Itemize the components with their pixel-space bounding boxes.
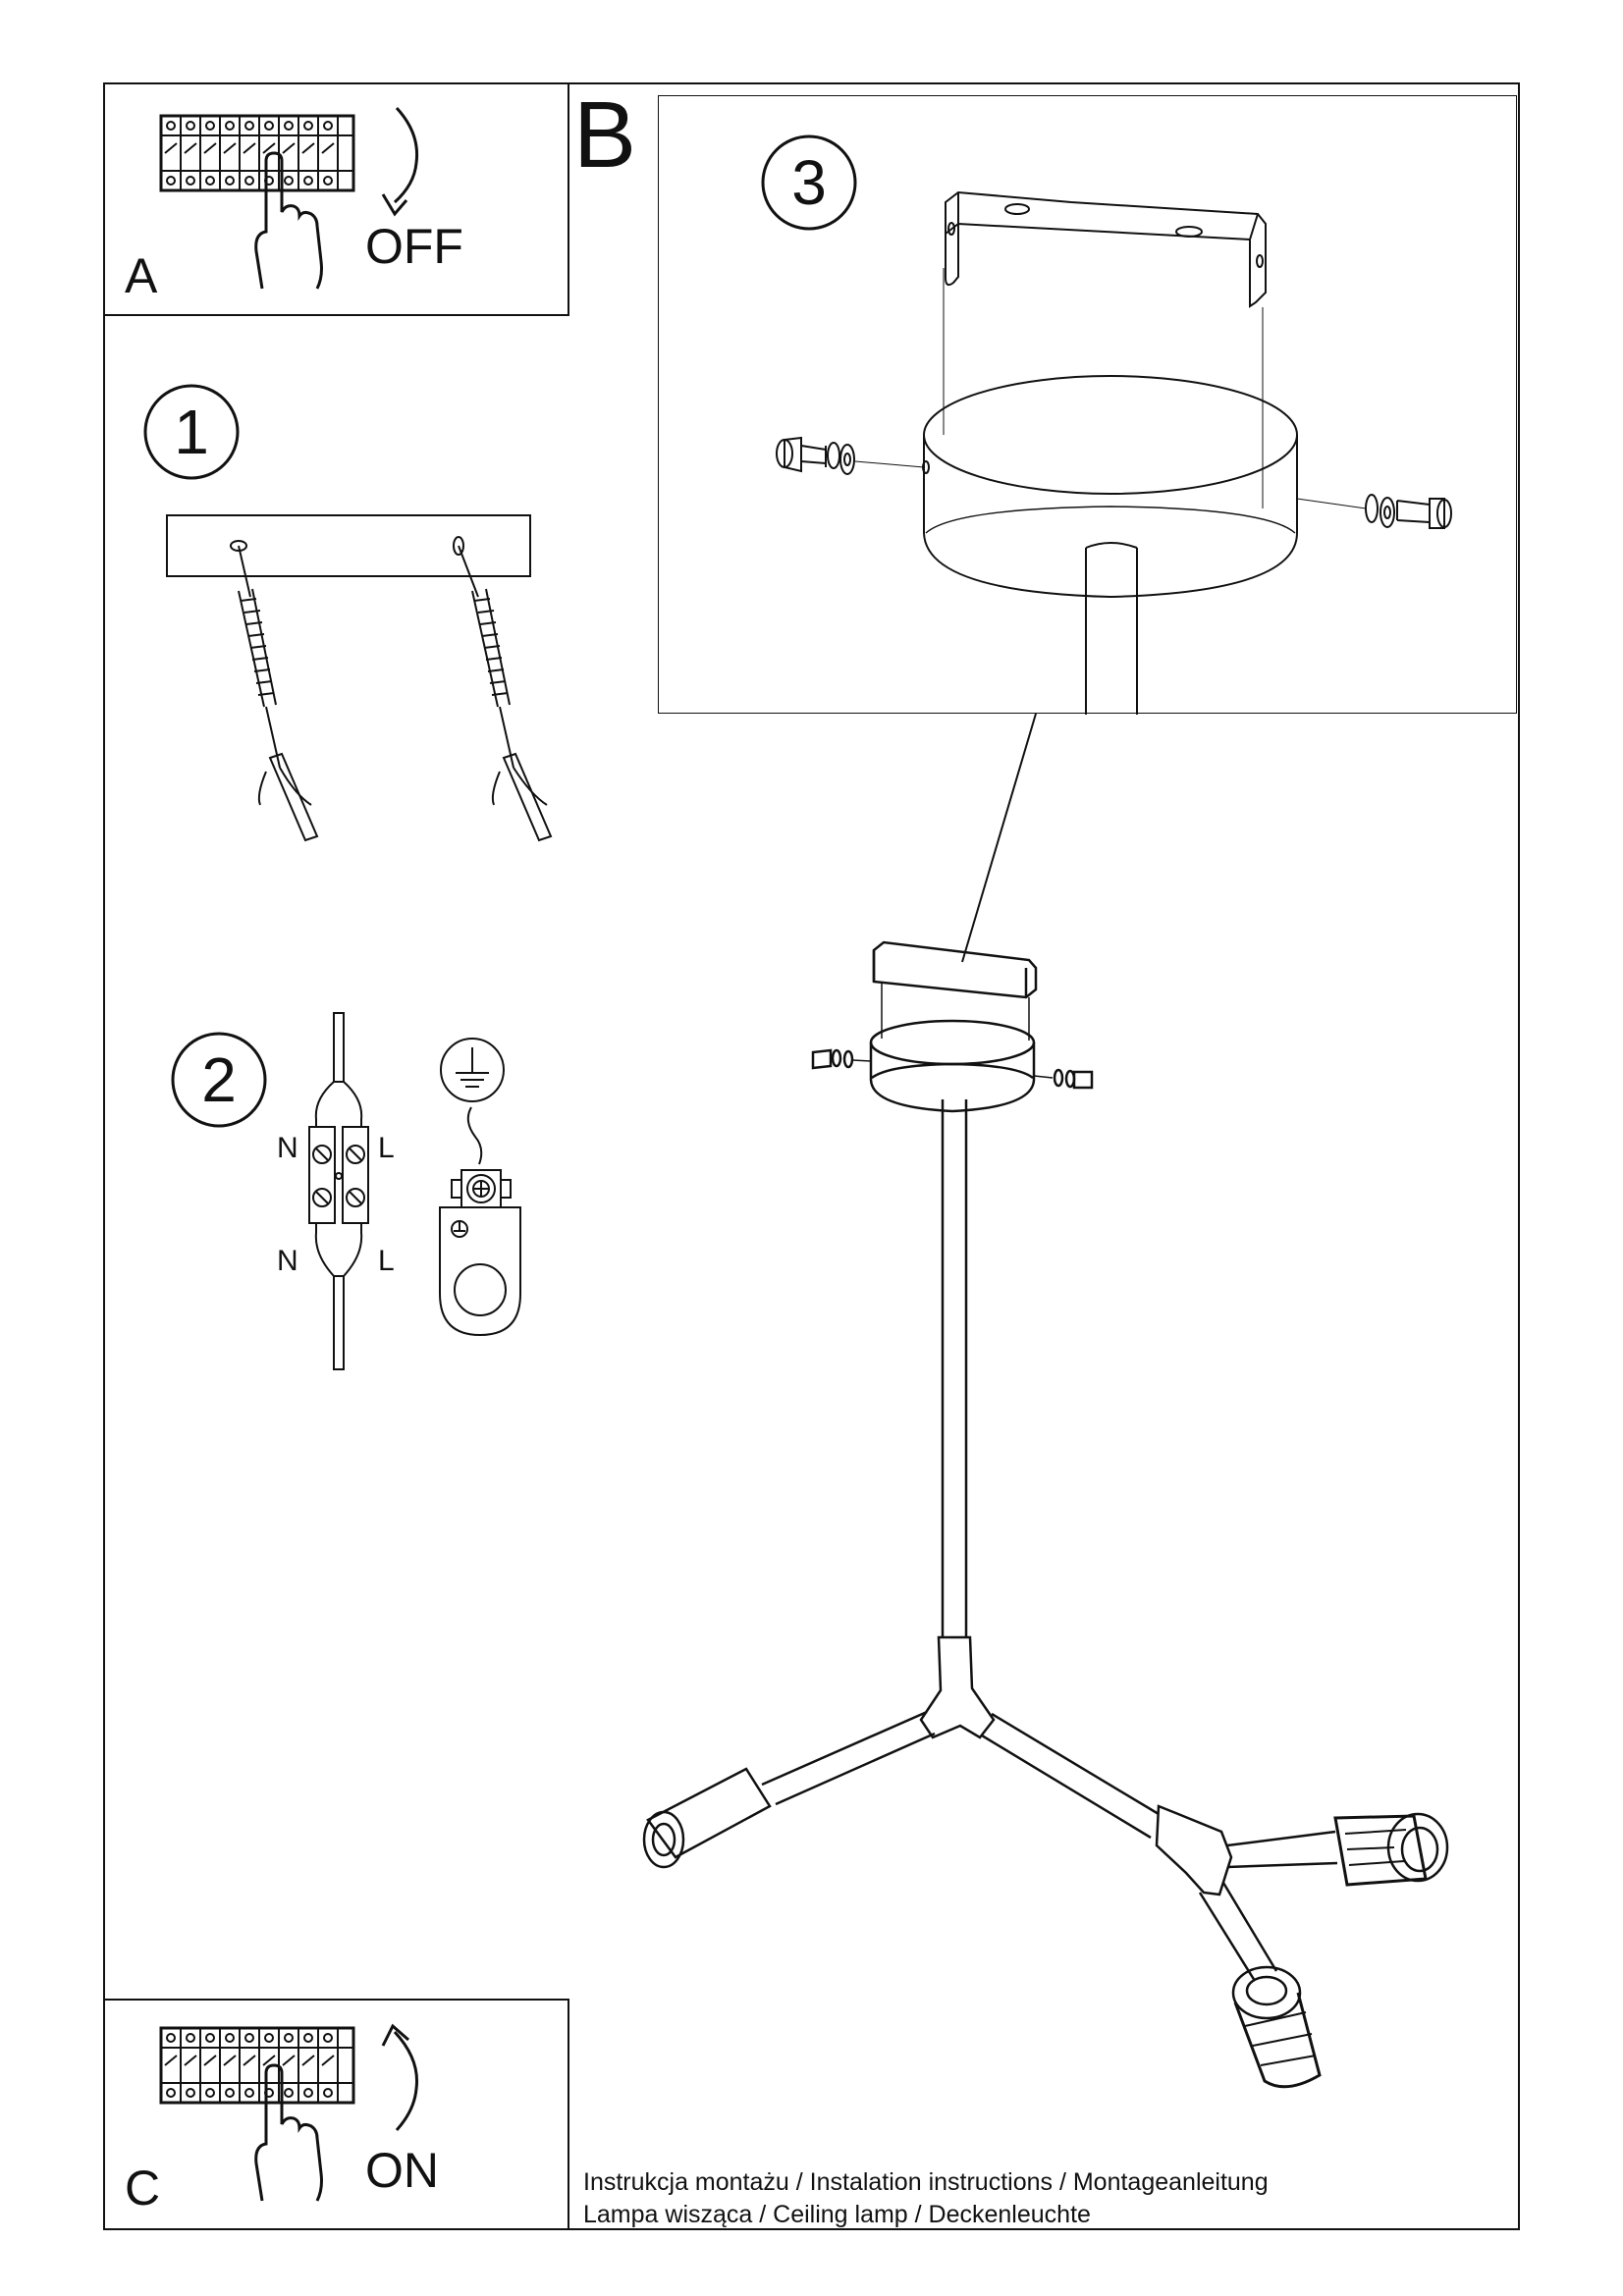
dowel-icon [238,545,319,842]
screw-icon [776,436,855,475]
hand-icon [254,2063,323,2202]
page-frame [103,82,1520,2230]
wiring-terminal-drawing [308,1012,369,1370]
ground-symbol-icon [440,1038,505,1102]
panel-c-letter: C [125,2161,161,2216]
arrow-up-icon [381,2023,419,2132]
footer-line-1: Instrukcja montażu / Instalation instruc… [583,2168,1269,2196]
neutral-top-label: N [277,1132,298,1164]
mounting-bar-drawing [166,514,553,842]
live-top-label: L [378,1132,395,1164]
step-2-number: 2 [201,1044,237,1115]
panel-a: OFF A [103,82,569,316]
step-3-badge [761,134,857,231]
switch-on-label: ON [365,2143,439,2198]
step-2-badge [171,1032,267,1128]
step-3-detail-box: 3 [658,95,1517,715]
panel-c: ON C [103,1999,569,2230]
live-bottom-label: L [378,1245,395,1277]
panel-b-letter: B [573,82,637,187]
panel-a-letter: A [125,248,158,303]
ground-terminal-drawing [439,1106,521,1337]
fuse-box-icon [159,114,355,192]
step-1-number: 1 [174,397,209,467]
footer-line-2: Lampa wisząca / Ceiling lamp / Deckenleu… [583,2201,1091,2228]
neutral-bottom-label: N [277,1245,298,1277]
hand-icon [254,151,323,290]
step-3-number: 3 [791,147,827,218]
fuse-box-icon [159,2026,355,2105]
step-1-badge [143,384,240,480]
arrow-down-icon [381,106,419,217]
switch-off-label: OFF [365,219,463,274]
canopy-detail-drawing [776,190,1452,715]
